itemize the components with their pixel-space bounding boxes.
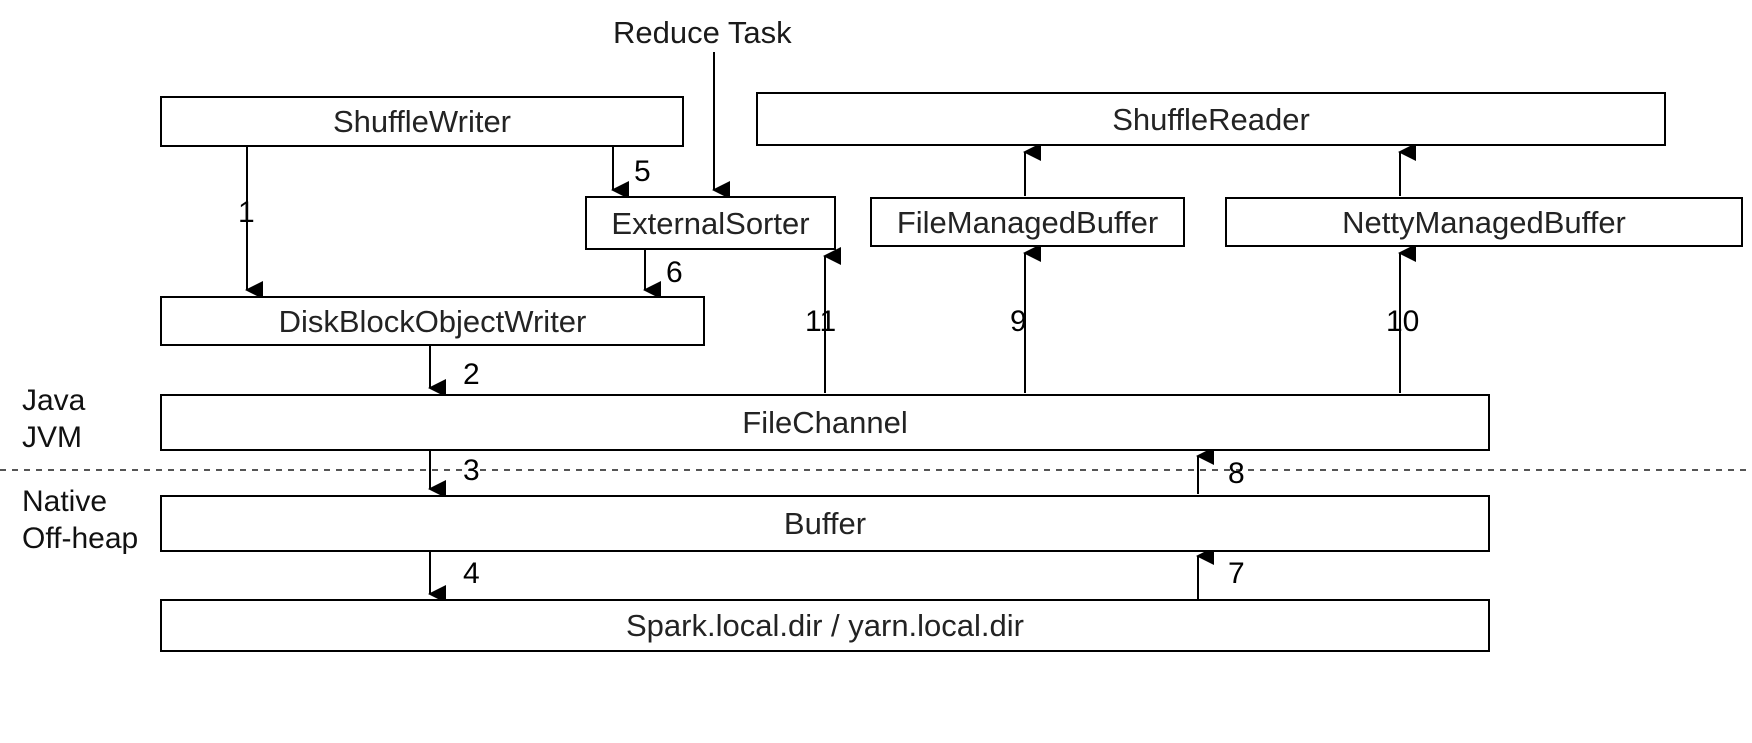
box-local-dir[interactable]: Spark.local.dir / yarn.local.dir bbox=[160, 599, 1490, 652]
box-shuffle-reader[interactable]: ShuffleReader bbox=[756, 92, 1666, 146]
box-netty-managed-buffer[interactable]: NettyManagedBuffer bbox=[1225, 197, 1743, 247]
step-number-9: 9 bbox=[1010, 305, 1027, 338]
box-disk-block-object-writer[interactable]: DiskBlockObjectWriter bbox=[160, 296, 705, 346]
box-file-managed-buffer[interactable]: FileManagedBuffer bbox=[870, 197, 1185, 247]
zone-label-native: Native Off-heap bbox=[22, 484, 138, 557]
step-number-4: 4 bbox=[463, 557, 480, 590]
step-number-2: 2 bbox=[463, 358, 480, 391]
step-number-10: 10 bbox=[1386, 305, 1420, 338]
box-buffer[interactable]: Buffer bbox=[160, 495, 1490, 552]
box-file-channel[interactable]: FileChannel bbox=[160, 394, 1490, 451]
zone-label-native-line1: Native bbox=[22, 485, 108, 518]
step-number-8: 8 bbox=[1228, 457, 1245, 490]
box-shuffle-writer[interactable]: ShuffleWriter bbox=[160, 96, 684, 147]
step-number-7: 7 bbox=[1228, 557, 1245, 590]
box-external-sorter[interactable]: ExternalSorter bbox=[585, 196, 836, 250]
step-number-6: 6 bbox=[666, 256, 683, 289]
step-number-5: 5 bbox=[634, 155, 651, 188]
reduce-task-label: Reduce Task bbox=[613, 15, 792, 50]
zone-label-native-line2: Off-heap bbox=[22, 521, 139, 555]
zone-label-jvm: Java JVM bbox=[22, 383, 85, 456]
step-number-3: 3 bbox=[463, 454, 480, 487]
zone-label-jvm-line2: JVM bbox=[22, 420, 82, 454]
step-number-1: 1 bbox=[238, 196, 255, 229]
zone-label-jvm-line1: Java bbox=[22, 384, 86, 417]
step-number-11: 11 bbox=[805, 305, 837, 338]
